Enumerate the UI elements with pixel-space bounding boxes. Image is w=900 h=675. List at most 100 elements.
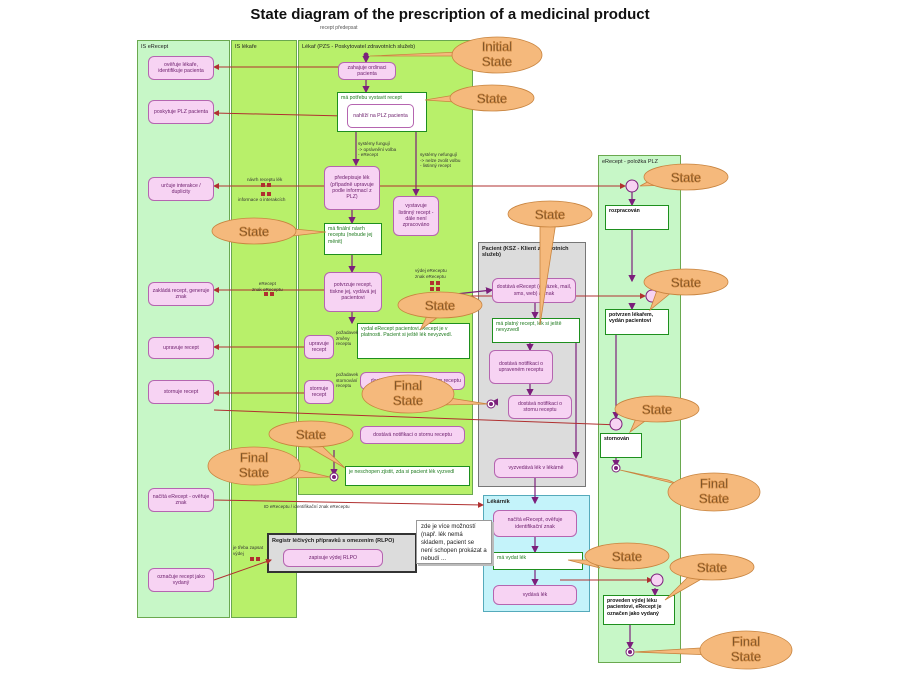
callout-state-1: State xyxy=(424,84,535,112)
callout-text: State xyxy=(612,549,642,564)
state-ma-finalni: má finální návrh receptu (nebude jej měn… xyxy=(324,223,382,255)
activity-poskytuje-plz: poskytuje PLZ pacienta xyxy=(148,100,214,124)
merge-node xyxy=(625,179,639,193)
flow-line xyxy=(213,110,346,117)
final-node xyxy=(329,472,339,482)
activity-predepisuje: předepisuje lék (případně upravuje podle… xyxy=(324,166,380,210)
activity-dostava-erecept: dostává eRecept (obrázek, mail, sms, web… xyxy=(492,278,576,303)
callout-state-6: State xyxy=(397,291,483,331)
lane-title: IS lékaře xyxy=(235,44,257,50)
initial-node xyxy=(363,52,369,58)
activity-upravuje-recept-lekar: upravuje recept xyxy=(304,335,334,359)
callout-text: State xyxy=(477,91,507,106)
label-systemy-funguji: systémy fungují -> oprávnění volba - eRe… xyxy=(358,141,397,158)
label-pozadavek-storna: požadavek stornování receptu xyxy=(336,372,359,389)
callout-text: State xyxy=(671,170,701,185)
activity-dostava-notifikaci-uprav: dostává notifikaci o upraveném receptu xyxy=(489,350,553,384)
callout-final-state-3: Final State xyxy=(619,469,761,512)
callout-state-2: State xyxy=(639,163,729,191)
callout-text: Initial xyxy=(482,39,512,54)
state-stornovan: stornován xyxy=(600,433,642,458)
callout-text: Final xyxy=(700,476,728,491)
callout-final-state-1: Final State xyxy=(361,374,489,414)
activity-potvrzuje: potvrzuje recept, tiskne jej, vydává jej… xyxy=(324,272,382,312)
label-erecept-znak: eRecept znak eReceptu xyxy=(252,281,283,292)
callout-text: State xyxy=(482,54,512,69)
label-vydej-erecept: výdej eReceptu znak eReceptu xyxy=(415,268,447,279)
callout-initial-state: Initial State xyxy=(369,36,543,74)
merge-node xyxy=(650,573,664,587)
activity-nacita-erecept: načítá eRecept - ověřuje znak xyxy=(148,488,214,512)
flow-line xyxy=(213,499,484,508)
activity-stornuje-recept: stornuje recept xyxy=(148,380,214,404)
callout-state-4: State xyxy=(211,217,327,245)
state-ma-platny: má platný recept, lék si ještě nevyzvedl xyxy=(492,318,580,343)
callout-text: State xyxy=(671,275,701,290)
callout-state-5: State xyxy=(643,268,729,312)
state-vydal-erecept: vydal eRecept pacientovi. Recept je v pl… xyxy=(357,323,470,359)
label-systemy-nefunguji: systémy nefungují -> nelze zvolit volbu … xyxy=(420,152,461,169)
lane-title: Lékárník xyxy=(487,499,510,505)
callout-text: State xyxy=(425,298,455,313)
flow-line xyxy=(213,409,621,428)
callout-text: State xyxy=(239,224,269,239)
label-informace-interakce: informace o interakcích xyxy=(238,197,286,202)
diagram-title: State diagram of the prescription of a m… xyxy=(250,6,650,23)
callout-state-7: State xyxy=(614,395,700,434)
flow-line xyxy=(213,558,272,581)
activity-vydava-lek: vydává lék xyxy=(493,585,577,605)
activity-nahlizi: nahlíží na PLZ pacienta xyxy=(347,104,414,128)
callout-state-8: State xyxy=(268,420,354,469)
state-neschopen: je neschopen zjistit, zda si pacient lék… xyxy=(345,466,470,486)
label-pozadavek-zmeny: požadavek změny receptu xyxy=(336,330,359,347)
activity-vyzvedava: vyzvedává lék v lékárně xyxy=(494,458,578,478)
activity-overuje-lekare: ověřuje lékaře, identifikuje pacienta xyxy=(148,56,214,80)
state-proveden-vydej: proveden výdej léku pacientovi, eRecept … xyxy=(603,595,675,625)
activity-stornuje-recept-lekar: stornuje recept xyxy=(304,380,334,404)
lane-is-erecept: IS eRecept xyxy=(137,40,230,618)
lane-title: IS eRecept xyxy=(141,44,169,50)
activity-nacita-lekarnik: načítá eRecept, ověřuje identifikační zn… xyxy=(493,510,577,537)
activity-vystavuje-listinny: vystavuje listinný recept - dále není zp… xyxy=(393,196,439,236)
activity-zahajuje: zahajuje ordinaci pacienta xyxy=(338,62,396,80)
callout-text: Final xyxy=(240,450,268,465)
activity-zaklada-recept: zakládá recept, generuje znak xyxy=(148,282,214,306)
callout-text: State xyxy=(697,560,727,575)
callout-state-9: State xyxy=(567,542,670,570)
final-node xyxy=(625,647,635,657)
label-navrh-lek: návrh receptu lék xyxy=(247,177,283,182)
lane-title: Lékař (PZS - Poskytovatel zdravotních sl… xyxy=(302,44,416,50)
callout-text: State xyxy=(731,649,761,664)
callout-text: Final xyxy=(394,378,422,393)
lane-title: Pacient (KSZ - Klient zdravotních služeb… xyxy=(482,246,569,258)
callout-final-state-2: Final State xyxy=(207,446,331,486)
merge-node xyxy=(609,417,623,431)
callout-text: State xyxy=(699,491,729,506)
lane-is-lekare: IS lékaře xyxy=(231,40,297,618)
state-potvrzen: potvrzen lékařem, vydán pacientovi xyxy=(605,309,669,335)
note-vice-moznosti: zde je více možností (např. lék nemá skl… xyxy=(416,520,492,564)
callout-text: State xyxy=(642,402,672,417)
callout-state-10: State xyxy=(664,553,755,601)
lane-title: eRecept - položka PLZ xyxy=(602,159,658,165)
callout-text: State xyxy=(296,427,326,442)
activity-dostava-notifikaci-storno-lekar: dostává notifikaci o stornu receptu xyxy=(360,426,465,444)
activity-urcuje-interakce: určuje interakce / duplicity xyxy=(148,177,214,201)
callout-state-3: State xyxy=(507,200,593,326)
lane-title: Registr léčivých přípravků s omezením (R… xyxy=(272,538,395,544)
callout-text: Final xyxy=(732,634,760,649)
label-je-treba-zapsat: je třeba zapsat výdej xyxy=(233,545,264,556)
label-id-erecept: ID eReceptu / identifikační znak eRecept… xyxy=(264,504,350,509)
diagram-subtitle: recept předepsat xyxy=(320,25,358,31)
activity-dostava-notifikaci-storno: dostává notifikaci o stornu receptu xyxy=(508,395,572,419)
state-rozpracovan: rozpracován xyxy=(605,205,669,230)
callout-text: State xyxy=(239,465,269,480)
callout-text: State xyxy=(393,393,423,408)
callout-final-state-4: Final State xyxy=(633,630,793,670)
callout-text: State xyxy=(535,207,565,222)
activity-oznacuje-recept: označuje recept jako vydaný xyxy=(148,568,214,592)
data-token xyxy=(250,183,440,561)
final-node xyxy=(611,463,621,473)
